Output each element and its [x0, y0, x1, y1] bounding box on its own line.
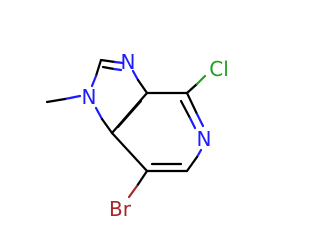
atom-n-imidazole-top: N — [121, 50, 136, 74]
bond-c4-cl-cl — [195, 74, 207, 86]
atom-bromine: Br — [109, 197, 132, 221]
bond-c4-n5 — [185, 91, 199, 116]
bond-c2-n1 — [94, 58, 103, 78]
bond-c4-cl — [185, 82, 199, 95]
bond-n3-c3a-n — [131, 69, 140, 82]
bond-n1-c7a-n — [94, 106, 104, 121]
bond-c2-n3-double-n — [112, 67, 123, 72]
bond-c3a-c7a-double — [116, 99, 143, 129]
bond-c2-n3-double — [101, 65, 116, 71]
bond-n1-methyl-n — [63, 94, 82, 101]
bond-c2-n3 — [99, 58, 117, 64]
bond-c7-br — [135, 169, 149, 188]
atom-n-pyridine: N — [197, 127, 212, 151]
bond-n1-methyl — [45, 97, 67, 104]
atom-n-methyl: N — [82, 85, 97, 109]
bond-c4-n5-double — [179, 99, 192, 120]
bond-c7-br-br — [127, 184, 139, 199]
bond-n1-c7a — [100, 117, 114, 135]
molecule-structure: N N Cl N Br — [45, 50, 229, 221]
bond-c2-n1-n — [90, 74, 98, 88]
bond-c4-n5-double-n — [188, 116, 197, 130]
bond-c4-n5-n — [195, 112, 205, 128]
atom-labels: N N Cl N Br — [82, 50, 229, 221]
bond-c7-c7a — [110, 131, 149, 173]
bonds — [45, 58, 207, 199]
bond-c2-n3-n — [113, 60, 125, 65]
bond-n3-c3a — [136, 78, 149, 95]
bond-n5-c6-n — [195, 148, 203, 159]
bond-n5-c6 — [185, 155, 199, 173]
atom-chlorine: Cl — [209, 57, 229, 81]
